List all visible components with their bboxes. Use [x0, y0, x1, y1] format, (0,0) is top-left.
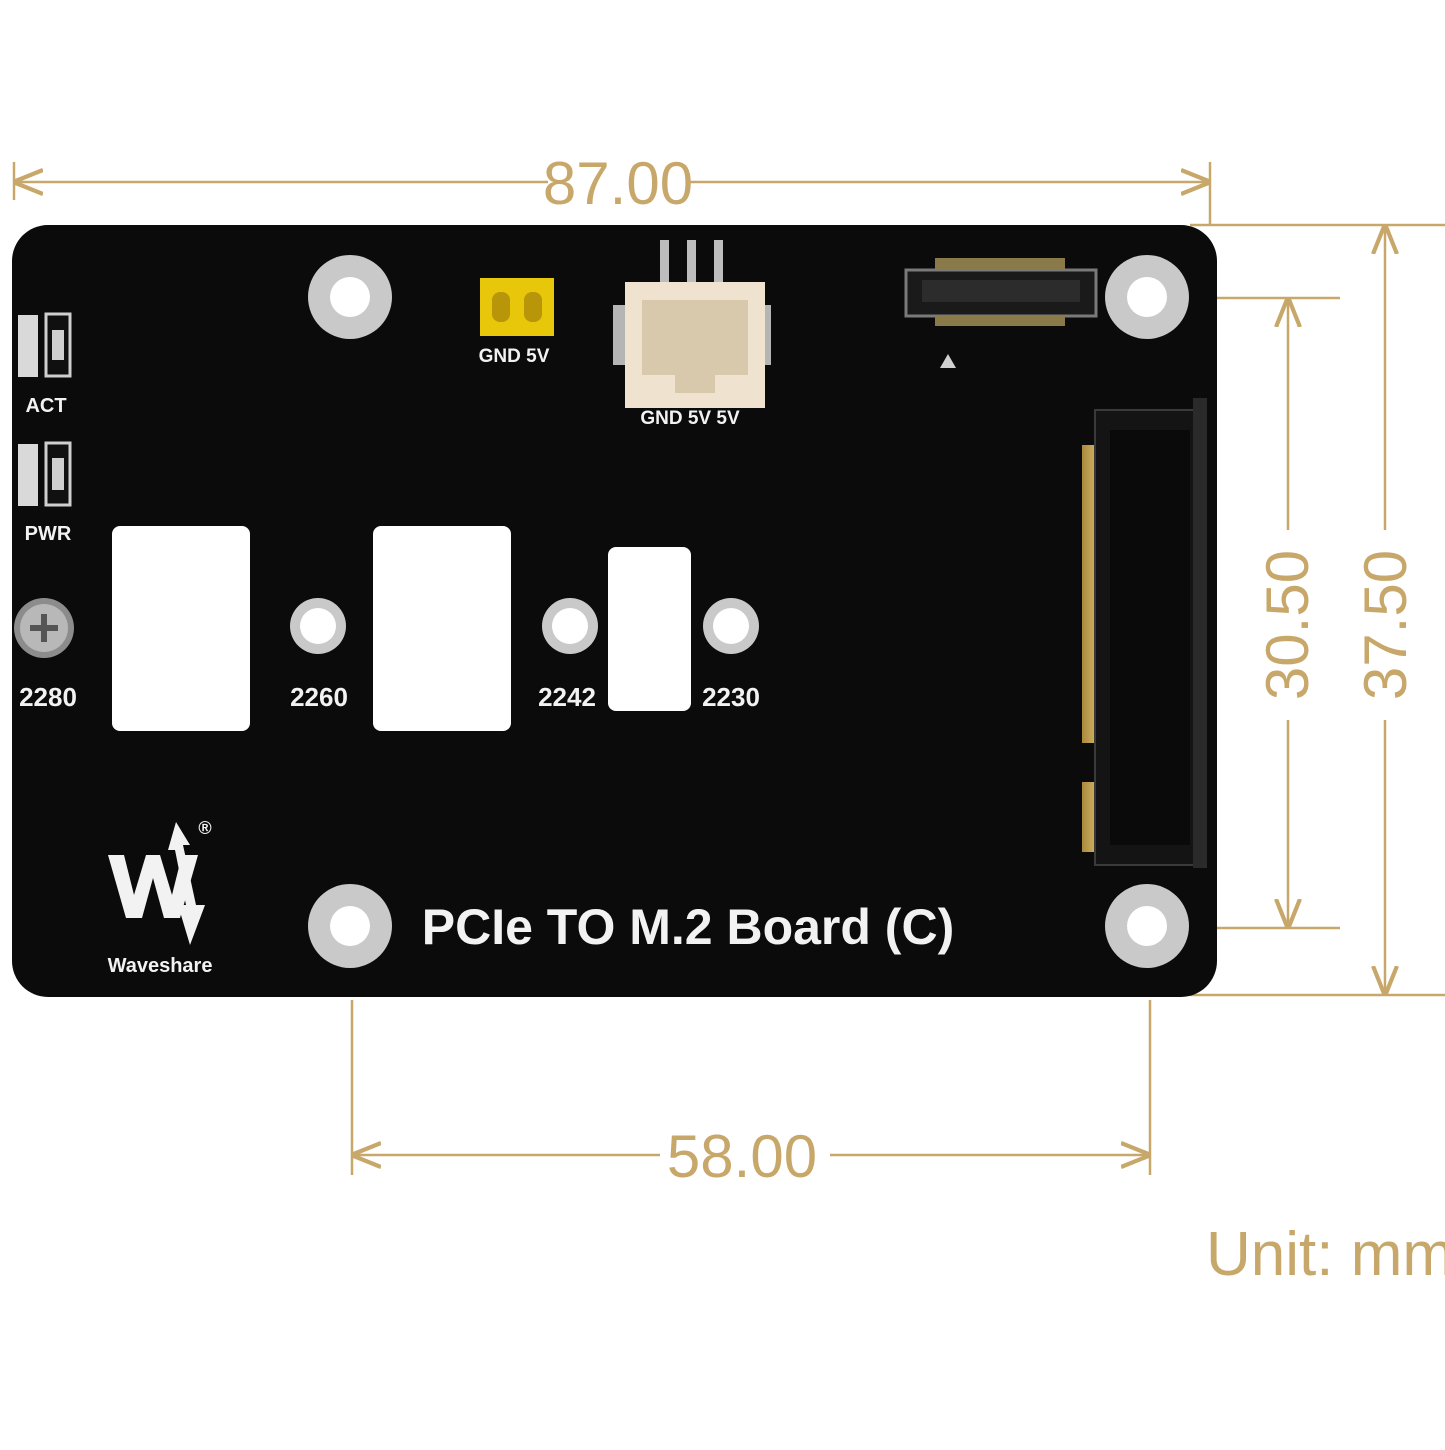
label-2280: 2280 [19, 682, 77, 712]
led-pwr [18, 441, 72, 507]
label-fan-connector: GND 5V 5V [640, 408, 740, 429]
label-2260: 2260 [290, 682, 348, 712]
label-pwr: PWR [25, 523, 72, 545]
label-header: GND 5V [479, 346, 550, 367]
dim-label-height: 37.50 [1352, 550, 1419, 700]
mounting-hole-bottom-left [308, 884, 392, 968]
waveshare-logo-icon [108, 822, 205, 945]
screw-2280 [14, 598, 74, 658]
cutout-small [608, 547, 691, 711]
led-act [18, 312, 72, 378]
standoff-hole-2230 [703, 598, 759, 654]
registered-mark: ® [198, 818, 211, 838]
board-title: PCIe TO M.2 Board (C) [422, 899, 954, 955]
cutout-left [112, 526, 250, 731]
mounting-hole-top-right [1105, 255, 1189, 339]
label-2242: 2242 [538, 682, 596, 712]
dim-label-holes-width: 58.00 [667, 1123, 817, 1190]
standoff-hole-2242 [542, 598, 598, 654]
unit-label: Unit: mm [1206, 1220, 1445, 1289]
dim-label-holes-height: 30.50 [1254, 550, 1321, 700]
dim-label-width: 87.00 [543, 150, 693, 217]
dimension-lines [12, 162, 1445, 1175]
fpc-connector [904, 258, 1098, 368]
brand-label: Waveshare [108, 955, 213, 977]
pin-header-gnd-5v [480, 278, 554, 336]
m2-slot [1082, 398, 1207, 868]
fan-connector [613, 240, 771, 408]
pcb-board: ACT PWR GND 5V GND 5V 5V [12, 225, 1217, 997]
standoff-hole-2260 [290, 598, 346, 654]
mounting-hole-bottom-right [1105, 884, 1189, 968]
label-act: ACT [25, 395, 66, 417]
cutout-middle [373, 526, 511, 731]
mounting-hole-top-left [308, 255, 392, 339]
label-2230: 2230 [702, 682, 760, 712]
